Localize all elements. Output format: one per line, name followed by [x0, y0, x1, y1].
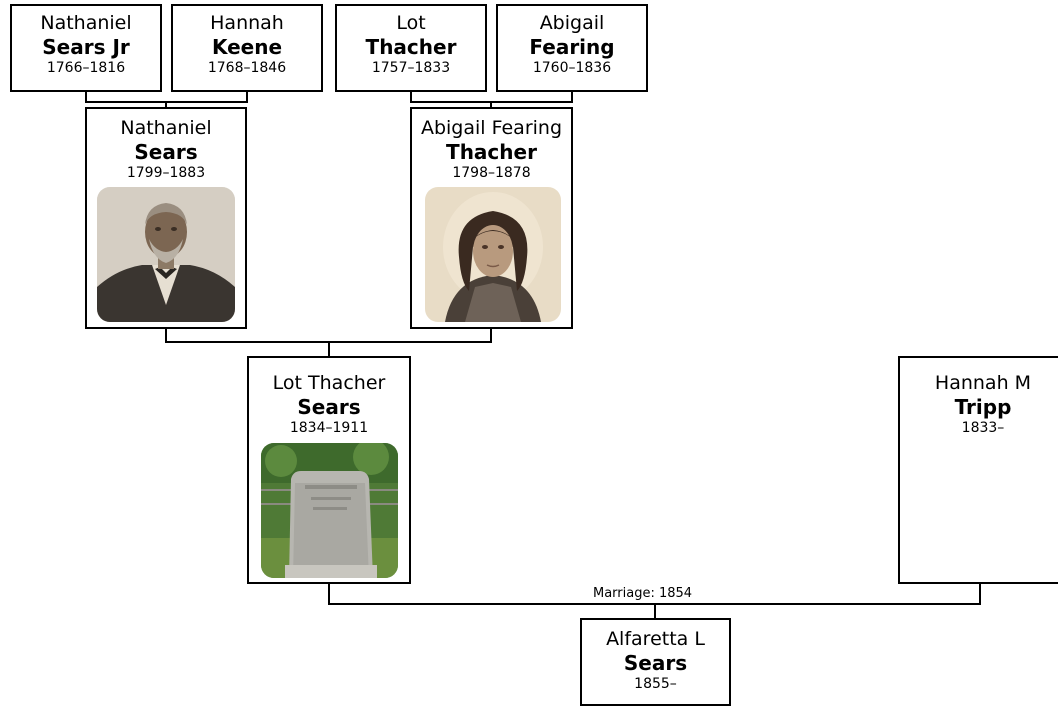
person-card-lot-thacher[interactable]: Lot Thacher 1757–1833: [335, 4, 487, 92]
person-card-hannah-keene[interactable]: Hannah Keene 1768–1846: [171, 4, 323, 92]
person-card-nathaniel-sears[interactable]: Nathaniel Sears 1799–1883: [85, 107, 247, 329]
person-card-abigail-fearing-thacher[interactable]: Abigail Fearing Thacher 1798–1878: [410, 107, 573, 329]
person-surname: Thacher: [446, 140, 537, 164]
gravestone-photo[interactable]: [261, 443, 398, 578]
person-given-name: Nathaniel: [120, 117, 212, 139]
connector-line: [654, 603, 656, 619]
person-given-name: Nathaniel: [40, 12, 132, 34]
person-surname: Sears: [623, 651, 688, 675]
person-given-name: Hannah: [210, 12, 284, 34]
person-given-name: Lot: [396, 12, 426, 34]
connector-line: [979, 582, 981, 604]
person-surname: Thacher: [365, 35, 457, 59]
connector-line: [410, 92, 412, 102]
person-card-abigail-fearing[interactable]: Abigail Fearing 1760–1836: [496, 4, 648, 92]
connector-line: [328, 582, 330, 604]
portrait-photo[interactable]: [97, 187, 235, 322]
connector-line: [165, 101, 167, 108]
connector-line: [328, 341, 330, 357]
person-surname: Tripp: [954, 395, 1012, 419]
connector-line: [246, 92, 248, 102]
person-dates: 1768–1846: [207, 60, 287, 76]
portrait-photo-image: [97, 187, 235, 322]
person-surname: Sears: [297, 395, 361, 419]
person-dates: 1760–1836: [532, 60, 612, 76]
portrait-photo-image: [425, 187, 561, 322]
person-dates: 1834–1911: [289, 420, 369, 436]
connector-line: [490, 328, 492, 342]
connector-line: [490, 101, 492, 108]
person-surname: Sears: [134, 140, 198, 164]
person-given-name: Abigail: [539, 12, 605, 34]
person-dates: 1766–1816: [46, 60, 126, 76]
portrait-photo[interactable]: [425, 187, 561, 322]
person-card-hannah-m-tripp[interactable]: Hannah M Tripp 1833–: [898, 356, 1058, 584]
person-surname: Keene: [211, 35, 283, 59]
person-dates: 1799–1883: [126, 165, 206, 181]
person-surname: Fearing: [529, 35, 615, 59]
person-dates: 1855–: [634, 676, 677, 692]
person-dates: 1833–: [961, 420, 1005, 436]
connector-line: [571, 92, 573, 102]
marriage-label: Marriage: 1854: [591, 586, 695, 601]
person-dates: 1798–1878: [452, 165, 531, 181]
person-given-name: Alfaretta L: [606, 628, 705, 650]
person-given-name: Hannah M: [934, 372, 1032, 394]
person-card-alfaretta-l-sears[interactable]: Alfaretta L Sears 1855–: [580, 618, 731, 706]
person-card-nathaniel-sears-jr[interactable]: Nathaniel Sears Jr 1766–1816: [10, 4, 162, 92]
person-given-name: Abigail Fearing: [420, 117, 563, 139]
connector-line: [165, 328, 167, 342]
person-surname: Sears Jr: [42, 35, 130, 59]
person-card-lot-thacher-sears[interactable]: Lot Thacher Sears 1834–1911: [247, 356, 411, 584]
person-dates: 1757–1833: [371, 60, 451, 76]
connector-line: [85, 92, 87, 102]
person-given-name: Lot Thacher: [272, 372, 386, 394]
gravestone-photo-image: [261, 443, 398, 578]
